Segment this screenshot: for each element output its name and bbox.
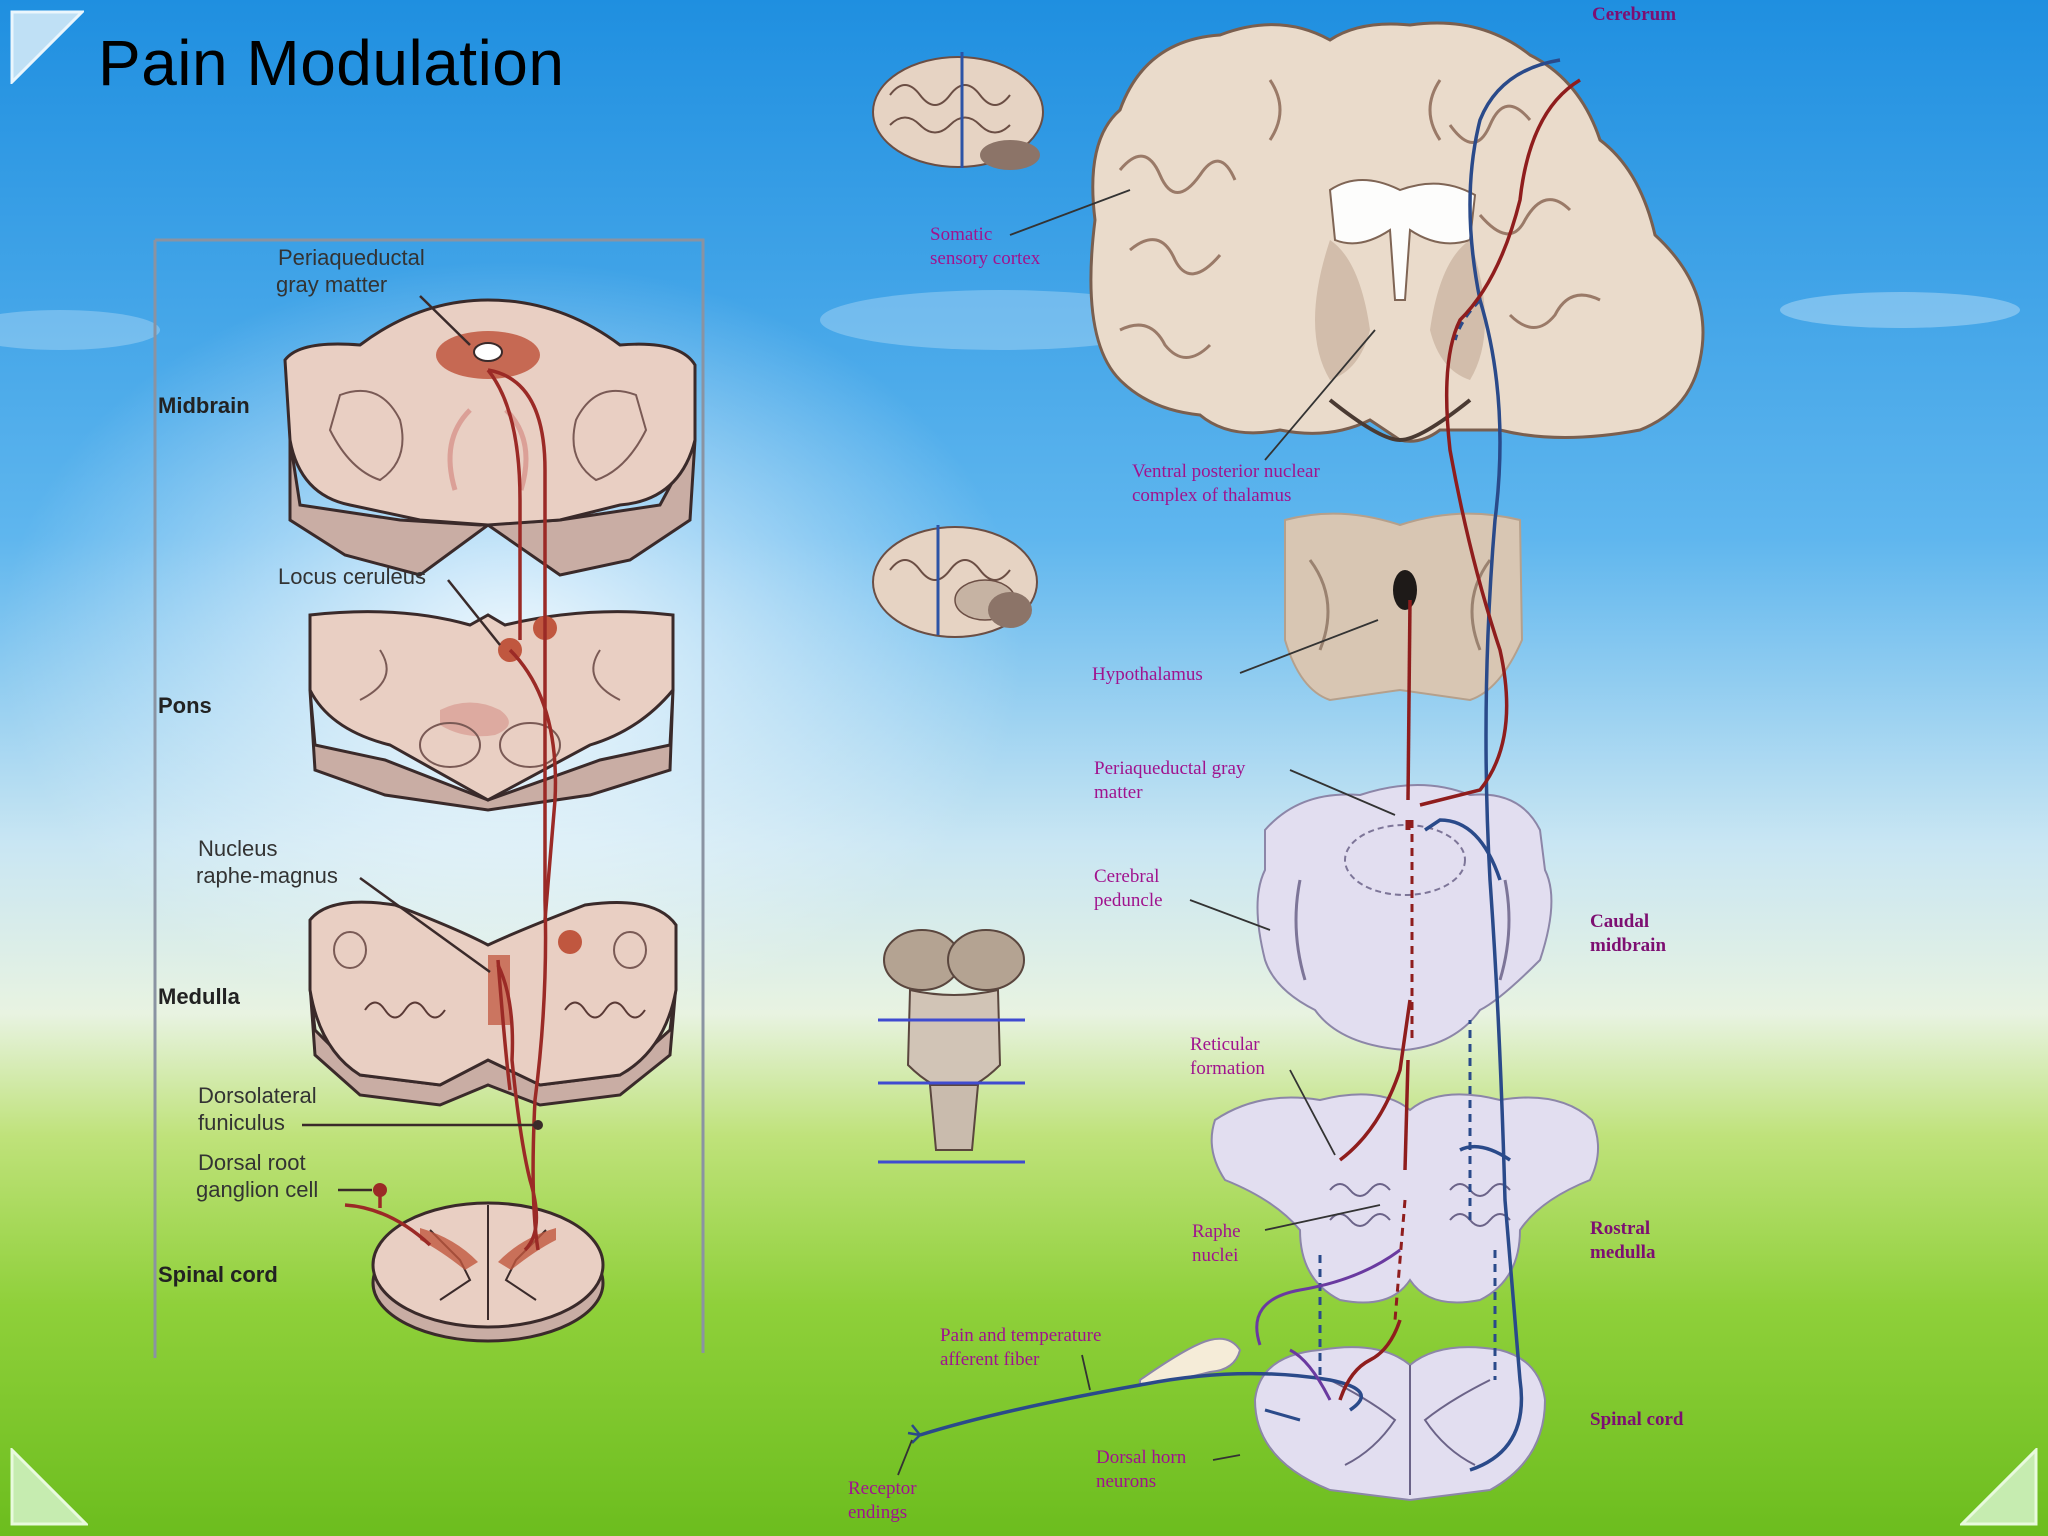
corner-triangle-bottom-left: [10, 1448, 88, 1526]
brain-lateral-thumbnail: [872, 52, 1044, 170]
label-spinal-cord-left: Spinal cord: [158, 1262, 278, 1287]
label-drg-1: Dorsal root: [198, 1150, 306, 1175]
spinal-cord-section-left: [371, 1201, 605, 1343]
cerebrum-coronal-section: [1089, 21, 1705, 443]
rostral-medulla-section: [1210, 1093, 1600, 1304]
label-pag-1: Periaqueductal gray: [1094, 758, 1246, 779]
label-peduncle-2: peduncle: [1094, 890, 1163, 911]
corner-triangle-top-left: [10, 10, 84, 84]
dorsal-horn-region-left: [420, 1228, 478, 1270]
label-nucleus-2: raphe-magnus: [196, 863, 338, 888]
label-medulla: Medulla: [158, 984, 241, 1009]
label-locus-ceruleus: Locus ceruleus: [278, 564, 426, 589]
label-peduncle-1: Cerebral: [1094, 866, 1159, 887]
label-dorsal-horn-1: Dorsal horn: [1096, 1447, 1187, 1468]
descending-modulation-pathway-right: [1338, 78, 1581, 1401]
label-pain-1: Pain and temperature: [940, 1325, 1101, 1346]
receptor-endings: [907, 1424, 921, 1444]
ascending-pain-pathway: [919, 58, 1561, 1472]
label-caudal-2: midbrain: [1590, 935, 1666, 956]
hypothalamus-section: [1284, 512, 1524, 702]
corner-triangle-bottom-right: [1960, 1448, 2038, 1526]
label-periaqueductal-2: gray matter: [276, 272, 387, 297]
label-dorsal-horn-2: neurons: [1096, 1471, 1156, 1492]
slide-title: Pain Modulation: [98, 27, 565, 99]
medulla-section: [308, 900, 678, 1107]
label-periaqueductal-1: Periaqueductal: [278, 245, 425, 270]
label-somatic-2: sensory cortex: [930, 248, 1041, 269]
label-cerebrum: Cerebrum: [1592, 4, 1676, 25]
pons-section: [308, 610, 675, 812]
right-diagram-panel: Cerebrum Somatic sensory cortex Ventral …: [848, 4, 1705, 1523]
caudal-midbrain-section: [1256, 784, 1553, 1052]
label-pons: Pons: [158, 693, 212, 718]
drg-cell-body: [373, 1183, 387, 1197]
brain-midsagittal-thumbnail: [872, 525, 1038, 638]
label-dorsolateral-1: Dorsolateral: [198, 1083, 317, 1108]
label-rostral-1: Rostral: [1590, 1218, 1650, 1239]
label-hypothalamus: Hypothalamus: [1092, 664, 1203, 685]
label-caudal-1: Caudal: [1590, 911, 1649, 932]
label-reticular-1: Reticular: [1190, 1034, 1260, 1055]
label-vpn-2: complex of thalamus: [1132, 485, 1291, 506]
spinal-cord-section-right: [1253, 1346, 1547, 1502]
label-spinal-cord-right: Spinal cord: [1590, 1409, 1684, 1430]
label-receptor-2: endings: [848, 1502, 907, 1523]
label-nucleus-1: Nucleus: [198, 836, 277, 861]
label-vpn-1: Ventral posterior nuclear: [1132, 461, 1320, 482]
label-rostral-2: medulla: [1590, 1242, 1656, 1263]
label-midbrain: Midbrain: [158, 393, 250, 418]
label-somatic-1: Somatic: [930, 224, 992, 245]
label-pain-2: afferent fiber: [940, 1349, 1040, 1370]
label-receptor-1: Receptor: [848, 1478, 917, 1499]
label-raphe-1: Raphe: [1192, 1221, 1241, 1242]
left-diagram-panel: Periaqueductal gray matter Midbrain Locu…: [153, 238, 705, 1358]
label-reticular-2: formation: [1190, 1058, 1265, 1079]
brainstem-thumbnail: [878, 929, 1025, 1164]
label-raphe-2: nuclei: [1192, 1245, 1238, 1266]
label-pag-2: matter: [1094, 782, 1143, 803]
label-drg-2: ganglion cell: [196, 1177, 318, 1202]
midbrain-section: [283, 298, 697, 577]
label-dorsolateral-2: funiculus: [198, 1110, 285, 1135]
